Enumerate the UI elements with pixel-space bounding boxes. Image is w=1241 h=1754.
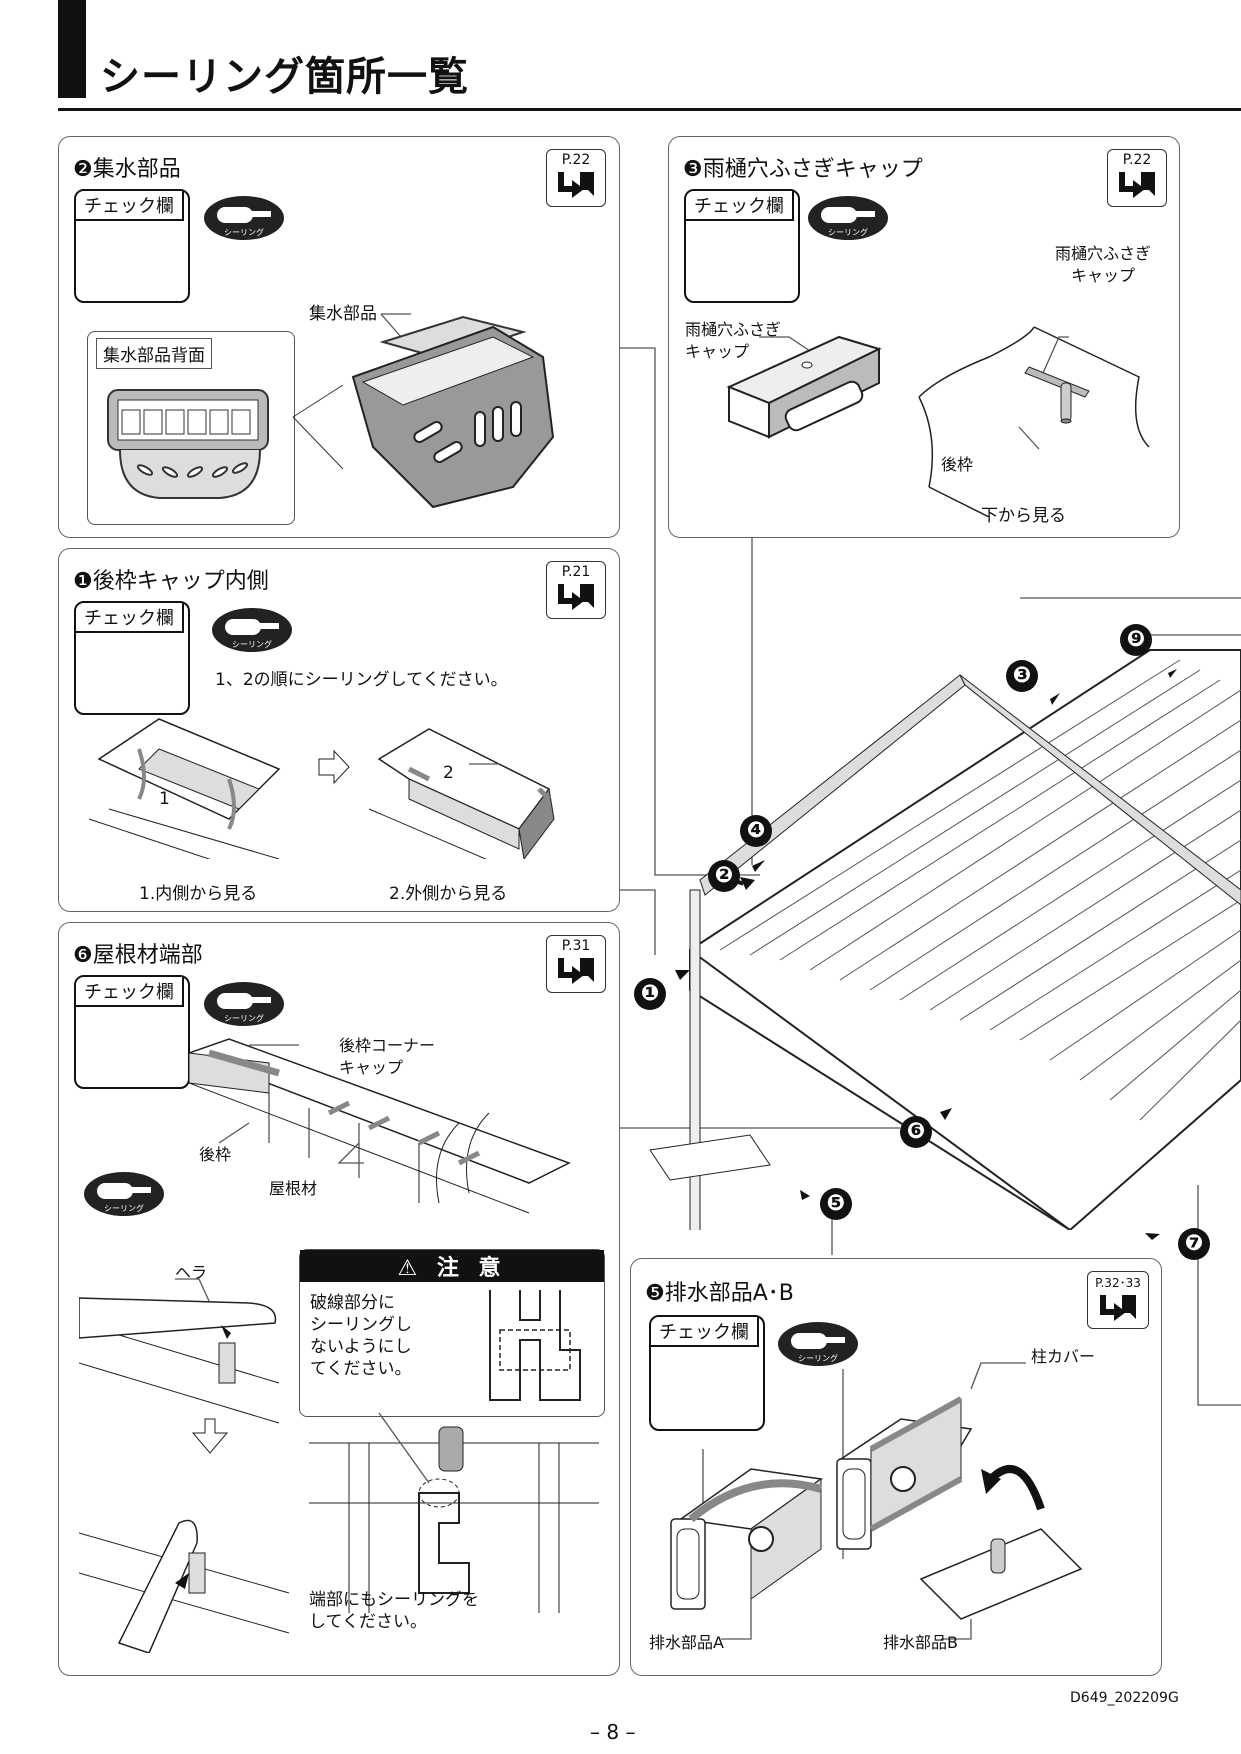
spatula-label: ヘラ xyxy=(175,1263,208,1282)
cap-label-left: 雨樋穴ふさぎ キャップ xyxy=(685,320,782,361)
marker-7: ❼ xyxy=(1178,1228,1210,1260)
corner-cap-label: 後枠コーナー キャップ xyxy=(339,1036,436,1077)
svg-text:シーリング: シーリング xyxy=(798,1353,838,1363)
rear-frame-cap-illustration xyxy=(88,718,555,859)
caution-title: 注 意 xyxy=(436,1256,507,1281)
svg-text:シーリング: シーリング xyxy=(224,227,264,237)
collector-back-illustration xyxy=(107,389,269,499)
gutter-cap-illustration xyxy=(726,326,1150,517)
panel-drain-parts: ❺排水部品A･B P.32･33 チェック欄 シーリング 柱カバー xyxy=(630,1258,1162,1676)
check-label: チェック欄 xyxy=(686,191,794,221)
instruction-text: 1、2の順にシーリングしてください。 xyxy=(215,670,508,690)
panel-title: ❶後枠キャップ内側 xyxy=(73,569,269,594)
panel-roof-edge: ❻屋根材端部 P.31 チェック欄 シーリング シーリング xyxy=(58,922,620,1676)
back-view-inset: 集水部品背面 xyxy=(87,331,295,525)
check-box[interactable]: チェック欄 xyxy=(649,1315,765,1431)
sealant-tube-icon: シーリング xyxy=(212,608,292,652)
caution-text: 破線部分に シーリングし ないようにし てください。 xyxy=(310,1293,412,1379)
caution-box: ⚠ 注 意 破線部分に シーリングし ないようにし てください。 xyxy=(299,1249,605,1417)
svg-text:シーリング: シーリング xyxy=(224,1013,264,1023)
svg-text:シーリング: シーリング xyxy=(104,1203,144,1213)
caption-inside-view: 1.内側から見る xyxy=(139,884,258,904)
profile-detail-illustration xyxy=(309,1413,599,1613)
drain-parts-illustration xyxy=(670,1362,1083,1640)
page-reference[interactable]: P.21 xyxy=(546,561,606,619)
marker-6: ❻ xyxy=(900,1116,932,1148)
caution-profile-illustration xyxy=(489,1290,581,1401)
marker-4: ❹ xyxy=(740,815,772,847)
check-box[interactable]: チェック欄 xyxy=(74,601,190,715)
marker-2: ❷ xyxy=(708,860,740,892)
svg-text:シーリング: シーリング xyxy=(828,227,868,237)
sealant-tube-icon: シーリング xyxy=(204,196,284,240)
sealant-tube-icon: シーリング xyxy=(778,1322,858,1366)
sealant-tube-icon: シーリング xyxy=(808,196,888,240)
collector-part-illustration xyxy=(292,313,555,509)
check-label: チェック欄 xyxy=(651,1317,759,1347)
title-accent-bar xyxy=(58,0,86,98)
page-reference[interactable]: P.32･33 xyxy=(1087,1271,1149,1329)
inset-label: 集水部品背面 xyxy=(96,338,212,369)
warning-icon: ⚠ xyxy=(397,1256,424,1281)
view-note: 下から見る xyxy=(981,506,1066,526)
step-number-1: 1 xyxy=(159,789,170,809)
spatula-steps-illustration xyxy=(79,1278,290,1653)
check-label: チェック欄 xyxy=(76,603,184,633)
sealant-tube-icon: シーリング xyxy=(84,1172,164,1216)
pillar-cover-label: 柱カバー xyxy=(1031,1347,1096,1366)
page-ref-number: P.31 xyxy=(561,938,591,954)
panel-title: ❷集水部品 xyxy=(73,157,181,182)
roof-edge-illustration xyxy=(189,1038,571,1214)
check-box[interactable]: チェック欄 xyxy=(74,975,190,1089)
roof-material-label: 屋根材 xyxy=(269,1179,318,1198)
page-reference[interactable]: P.22 xyxy=(1107,149,1167,207)
drain-part-b-label: 排水部品B xyxy=(883,1633,958,1652)
panel-rear-frame-cap: ❶後枠キャップ内側 P.21 チェック欄 シーリング 1、2の順にシーリングして… xyxy=(58,548,620,912)
marker-3: ❸ xyxy=(1006,660,1038,692)
page-reference[interactable]: P.31 xyxy=(546,935,606,993)
check-box[interactable]: チェック欄 xyxy=(684,189,800,303)
carport-overview-illustration xyxy=(649,649,1241,1230)
check-label: チェック欄 xyxy=(76,977,184,1007)
panel-title: ❻屋根材端部 xyxy=(73,943,203,968)
frame-label: 後枠 xyxy=(941,455,974,474)
page-ref-arrow-icon xyxy=(558,958,594,984)
document-code: D649_202209G xyxy=(1070,1690,1179,1706)
frame-label: 後枠 xyxy=(199,1145,232,1164)
marker-1: ❶ xyxy=(634,978,666,1010)
panel-title: ❸雨樋穴ふさぎキャップ xyxy=(683,157,923,182)
check-label: チェック欄 xyxy=(76,191,184,221)
page-ref-arrow-icon xyxy=(558,584,594,610)
end-seal-note: 端部にもシーリングを してください。 xyxy=(309,1590,479,1632)
page-ref-arrow-icon xyxy=(1119,172,1155,198)
page-ref-arrow-icon xyxy=(558,172,594,198)
panel-collector-part: ❷集水部品 P.22 チェック欄 シーリング 集水部品 集水部品背面 xyxy=(58,136,620,538)
page-reference[interactable]: P.22 xyxy=(546,149,606,207)
page-ref-number: P.22 xyxy=(561,152,591,168)
page-number: – 8 – xyxy=(590,1720,636,1744)
page-title: シーリング箇所一覧 xyxy=(100,54,469,100)
marker-5: ❺ xyxy=(820,1188,852,1220)
page-ref-number: P.22 xyxy=(1122,152,1152,168)
svg-text:シーリング: シーリング xyxy=(232,639,272,649)
caution-header: ⚠ 注 意 xyxy=(300,1250,604,1282)
marker-9: ❾ xyxy=(1120,624,1152,656)
caption-outside-view: 2.外側から見る xyxy=(389,884,508,904)
collector-part-label: 集水部品 xyxy=(309,304,377,324)
page-ref-number: P.32･33 xyxy=(1095,1276,1141,1290)
panel-title: ❺排水部品A･B xyxy=(645,1281,794,1306)
cap-label-right: 雨樋穴ふさぎ キャップ xyxy=(1055,244,1152,285)
sealant-tube-icon: シーリング xyxy=(204,982,284,1026)
panel-gutter-hole-cap: ❸雨樋穴ふさぎキャップ P.22 チェック欄 シーリング 雨樋穴ふさぎ キャップ… xyxy=(668,136,1180,538)
title-divider xyxy=(58,108,1241,111)
page-ref-number: P.21 xyxy=(561,564,591,580)
check-box[interactable]: チェック欄 xyxy=(74,189,190,303)
step-number-2: 2 xyxy=(443,763,454,783)
drain-part-a-label: 排水部品A xyxy=(649,1633,724,1652)
page-ref-arrow-icon xyxy=(1100,1295,1136,1321)
